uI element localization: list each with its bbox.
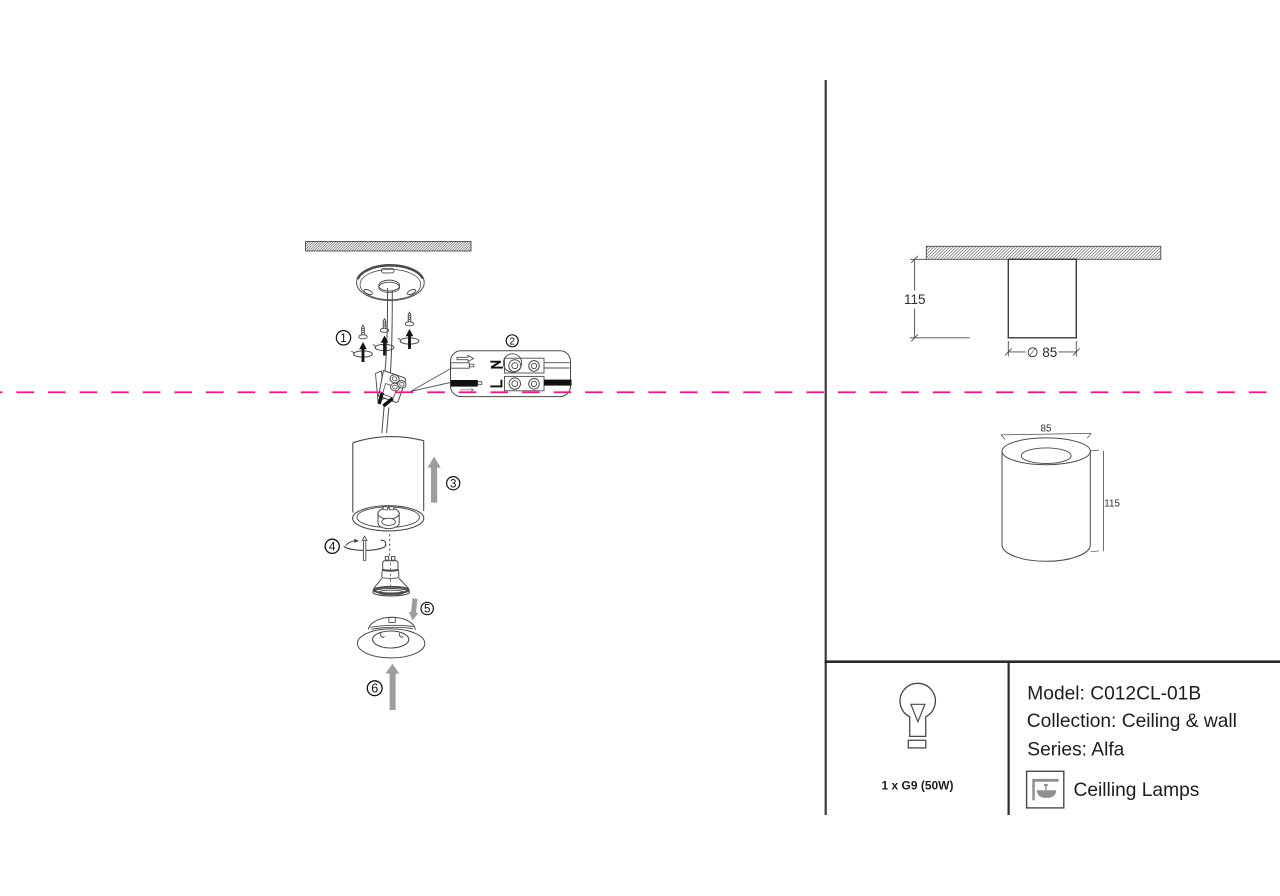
svg-text:2: 2 (509, 336, 515, 348)
svg-text:Model: C012CL-01B: Model: C012CL-01B (1027, 684, 1201, 705)
svg-text:1: 1 (340, 333, 346, 345)
svg-text:∅ 85: ∅ 85 (1027, 345, 1058, 360)
svg-text:6: 6 (371, 682, 378, 696)
svg-text:Series: Alfa: Series: Alfa (1027, 740, 1124, 761)
svg-text:4: 4 (329, 540, 336, 554)
svg-text:115: 115 (904, 292, 926, 307)
svg-text:5: 5 (424, 604, 430, 616)
svg-text:85: 85 (1041, 424, 1052, 435)
svg-text:1 x G9 (50W): 1 x G9 (50W) (881, 779, 953, 793)
svg-text:3: 3 (450, 478, 456, 490)
svg-text:115: 115 (1104, 498, 1120, 509)
svg-text:Collection: Ceiling & wall: Collection: Ceiling & wall (1027, 711, 1237, 732)
svg-text:Ceilling Lamps: Ceilling Lamps (1074, 780, 1200, 801)
